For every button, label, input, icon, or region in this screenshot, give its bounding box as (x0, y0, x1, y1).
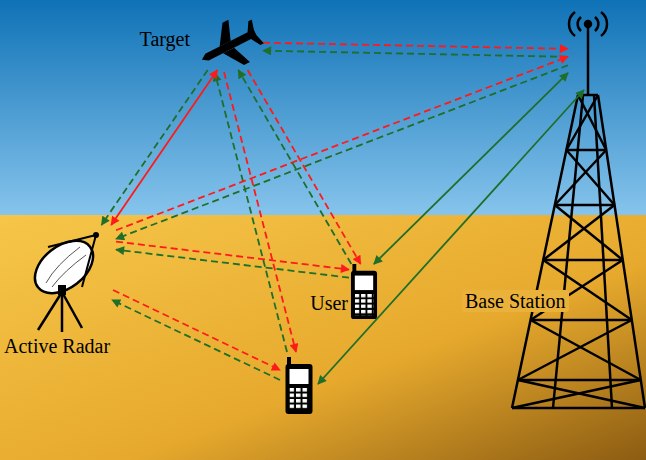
phone-icon (351, 264, 377, 319)
icon (28, 225, 116, 297)
plane-wing (211, 20, 250, 71)
feed-horn (93, 232, 99, 238)
tower-crossbar (543, 259, 623, 262)
radar-signal (224, 72, 296, 352)
dish-reflector (25, 230, 103, 304)
signal-arrow (263, 43, 568, 49)
tower-crossbar (555, 204, 615, 207)
echo-signal (112, 300, 280, 380)
antenna-tip (585, 21, 591, 27)
radio-wave (578, 17, 599, 31)
radio-wave (569, 12, 607, 36)
tower-brace (555, 150, 606, 205)
second-user-links (112, 72, 584, 384)
tower-crossbar (512, 407, 645, 410)
tripod-leg (61, 292, 64, 332)
link-arrow (374, 73, 568, 264)
dish-shading (46, 247, 80, 283)
icon (568, 12, 608, 87)
feed-strut (48, 235, 96, 247)
comm-link (318, 90, 584, 384)
tower-crossbar (518, 379, 641, 382)
aircraft-target: Target (195, 22, 263, 70)
base-station-antenna: Base Station (568, 12, 608, 87)
user-phone: User (349, 264, 379, 320)
tower-brace (512, 380, 641, 408)
icon (195, 22, 263, 70)
radar-dish: Active Radar (28, 225, 116, 297)
node-label: Target (140, 28, 190, 50)
signal-arrow (238, 70, 351, 264)
tower-brace (518, 320, 632, 380)
ground (0, 215, 646, 460)
tower-brace (543, 205, 614, 260)
tower-crossbar (531, 319, 632, 322)
plane-silhouette (191, 10, 268, 81)
plane-body (196, 19, 264, 71)
radar-tripod (38, 292, 82, 332)
tower-brace (566, 150, 614, 205)
signal-arrow (263, 51, 568, 57)
node-label: Active Radar (4, 335, 110, 357)
signal-arrow (248, 70, 361, 264)
dish-mount (58, 285, 66, 295)
dish-shading (52, 255, 86, 287)
tripod-leg (38, 292, 62, 330)
tower-leg (553, 95, 583, 408)
icon (349, 264, 379, 320)
antenna-mast (587, 26, 590, 96)
dish (25, 230, 103, 304)
feed-strut (82, 235, 96, 287)
tripod-leg (62, 292, 82, 328)
node-label: User (310, 292, 348, 314)
echo-signal (215, 73, 287, 352)
signal-arrow (116, 250, 349, 278)
sky (0, 0, 646, 215)
radar-signal (113, 290, 280, 370)
node-label: Base Station (462, 290, 569, 312)
antenna (569, 12, 607, 96)
signal-arrow (116, 57, 568, 231)
tower-brace (555, 205, 623, 260)
tower-lattice (512, 95, 645, 408)
tower-brace (531, 320, 641, 380)
signal-arrow (116, 65, 568, 239)
phone-icon (286, 357, 313, 414)
tower-crossbar (566, 149, 606, 152)
link-arrow (111, 70, 217, 225)
signal-arrow (116, 242, 349, 270)
